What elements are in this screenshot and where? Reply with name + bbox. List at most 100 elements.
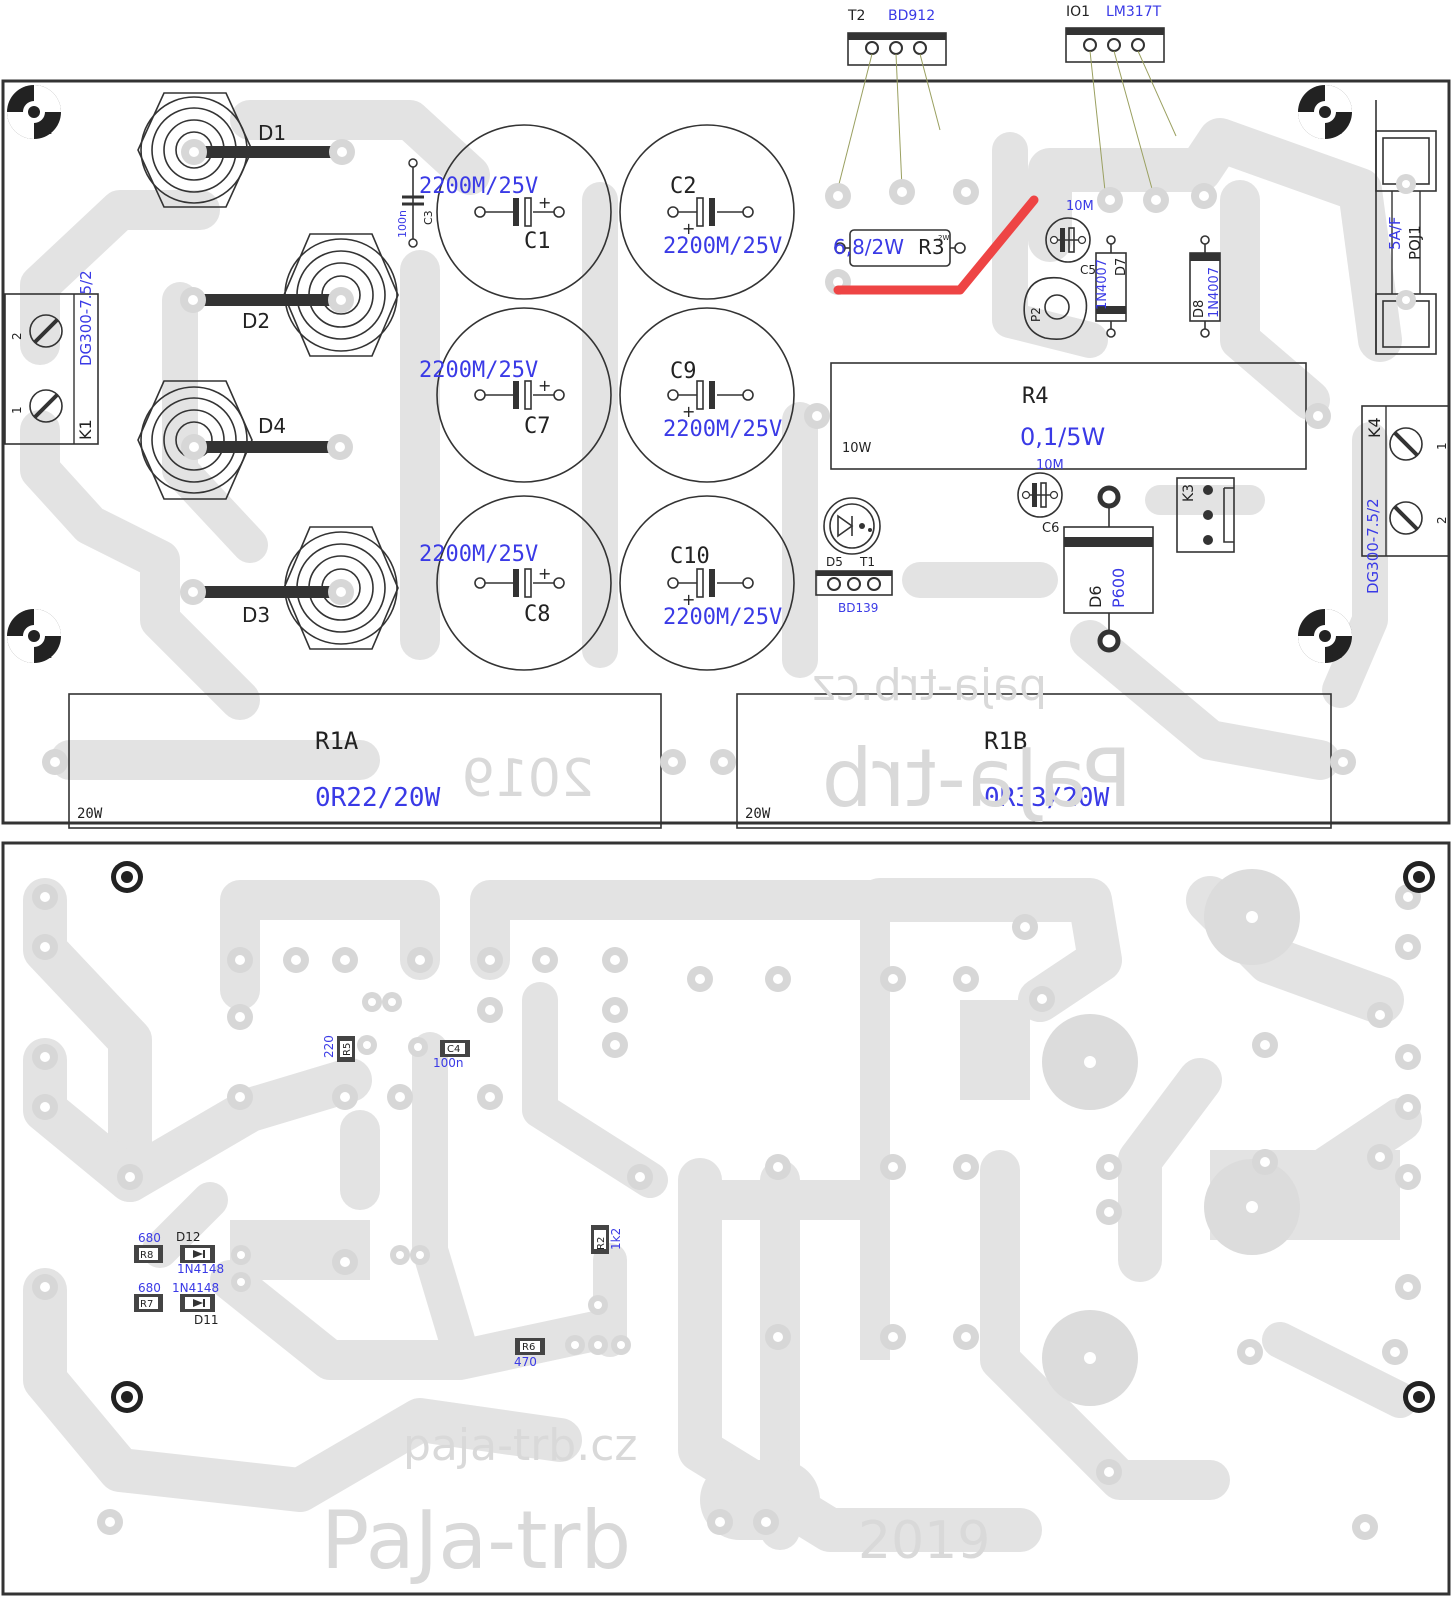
cap-c2: + C2 2200M/25V (619, 124, 795, 300)
d11-type: 1N4148 (172, 1281, 219, 1295)
resistor-r4: R4 0,1/5W 10W (804, 362, 1331, 470)
mount-size-label: 3,2 (1328, 127, 1342, 137)
c5-value: 10M (1066, 199, 1094, 214)
k1-pin2-label: 2 (10, 332, 24, 340)
io1-label: IO1 (1066, 4, 1090, 20)
d7-type: 1N4007 (1095, 259, 1110, 310)
diode-d1: D1 (137, 92, 355, 208)
diode-d8: 1N4007 D8 (1189, 235, 1222, 338)
c7-label: C7 (524, 414, 551, 439)
cap-c9: + C9 2200M/25V (619, 307, 795, 483)
c6-label: C6 (1042, 521, 1059, 536)
r5-value: 220 (322, 1035, 336, 1058)
diode-d4: D4 (137, 380, 353, 500)
k4-label: K4 (1365, 417, 1384, 438)
r1b-power: 20W (745, 806, 771, 822)
k1-label: K1 (76, 419, 95, 440)
diode-d3-label: D3 (242, 603, 270, 627)
r1a-value: 0R22/20W (315, 783, 441, 813)
svg-text:+: + (682, 219, 695, 238)
trimmer-p2: P2 (1023, 276, 1088, 340)
connector-k3: K3 (1176, 477, 1235, 553)
smd-d12: D12 1N4148 (176, 1230, 224, 1276)
jumper-wire (833, 195, 1039, 295)
d7-label: D7 (1114, 258, 1129, 276)
k4-pin2-label: 2 (1435, 516, 1449, 524)
svg-text:+: + (538, 376, 551, 395)
mount-hole-mid-right (1298, 609, 1352, 663)
io1-type: LM317T (1106, 4, 1162, 20)
poj1-value: 5A/F (1386, 217, 1404, 251)
diode-d6: D6 P600 (1063, 485, 1154, 653)
watermark-year: 2019 (858, 1511, 990, 1571)
mount-hole-bottom-tl (111, 861, 143, 893)
smd-d11: 1N4148 D11 (172, 1281, 219, 1327)
mount-hole-bottom-br (1403, 1381, 1435, 1413)
led-d5: D5 (823, 497, 881, 569)
d8-label: D8 (1192, 300, 1207, 318)
regulator-io1: IO1 LM317T (1065, 4, 1177, 201)
smd-r5: 220 R5 (322, 1035, 355, 1062)
top-board: 3,2 3,2 3,2 3,2 D1 D2 (1, 4, 1451, 829)
r2-value: 1k2 (609, 1228, 623, 1250)
smd-r7: R7 680 (134, 1281, 163, 1312)
mount-size-label: 3,2 (38, 127, 52, 137)
k1-pin1-label: 1 (10, 406, 24, 414)
terminal-k1: 2 1 K1 DG300-7.5/2 (4, 270, 99, 445)
mount-size-label: 3,2 (1328, 651, 1342, 661)
r3-power: 2W (938, 234, 949, 242)
d8-type: 1N4007 (1207, 267, 1222, 318)
c1-label: C1 (524, 229, 551, 254)
c9-label: C9 (670, 359, 697, 384)
smd-r6: R6 470 (514, 1338, 545, 1369)
watermark-brand: PaJa-trb (321, 1494, 631, 1587)
t2-label: T2 (847, 8, 865, 24)
bottom-board: 220 R5 C4 100n R2 1k2 R8 680 D12 1N4148 … (1, 841, 1451, 1596)
c1-value: 2200M/25V (419, 174, 538, 199)
diode-d2-label: D2 (242, 309, 270, 333)
c3-value: 100n (396, 210, 409, 238)
transistor-t1: T1 BD139 (815, 555, 893, 615)
mount-size-label: 3,2 (38, 651, 52, 661)
c10-value: 2200M/25V (663, 605, 782, 630)
r5-label: R5 (342, 1043, 353, 1056)
t1-type: BD139 (838, 601, 878, 615)
watermark-site: paja-trb.cz (403, 1420, 638, 1471)
watermark-year-mirrored: 2019 (462, 749, 594, 809)
c4-label: C4 (447, 1044, 460, 1055)
d6-label: D6 (1086, 586, 1105, 609)
r4-value: 0,1/5W (1020, 423, 1105, 451)
cap-c3: 100n C3 (396, 158, 435, 248)
c9-value: 2200M/25V (663, 417, 782, 442)
p2-label: P2 (1029, 307, 1043, 322)
r2-label: R2 (596, 1237, 607, 1250)
mount-hole-top-right (1298, 85, 1352, 139)
diode-d4-label: D4 (258, 414, 286, 438)
fuse-poj1: 5A/F POJ1 (1375, 100, 1437, 355)
svg-text:+: + (538, 193, 551, 212)
d5-label: D5 (826, 555, 843, 569)
cap-c10: + C10 2200M/25V (619, 495, 795, 671)
c5-label: C5 (1080, 263, 1096, 277)
smd-c4: C4 100n (433, 1040, 470, 1070)
mount-hole-bottom-tr (1403, 861, 1435, 893)
mount-hole-mid-left (7, 609, 61, 663)
r6-value: 470 (514, 1355, 537, 1369)
d12-label: D12 (176, 1230, 201, 1244)
r3-label: R3 (918, 235, 945, 259)
c8-value: 2200M/25V (419, 542, 538, 567)
k3-label: K3 (1181, 484, 1197, 502)
svg-text:+: + (682, 590, 695, 609)
resistor-r1a: R1A 0R22/20W 20W (42, 693, 686, 829)
resistor-r1b: R1B 0R33/20W 20W (710, 693, 1356, 829)
c4-value: 100n (433, 1056, 464, 1070)
bottom-traces (23, 876, 1422, 1552)
r1b-label: R1B (984, 727, 1027, 755)
svg-text:+: + (538, 564, 551, 583)
r8-value: 680 (138, 1231, 161, 1245)
t1-label: T1 (859, 555, 875, 569)
cap-c6: 10M C6 (1017, 458, 1064, 536)
smd-r8: R8 680 (134, 1231, 163, 1263)
poj1-label: POJ1 (1406, 225, 1424, 260)
diode-d3: D3 (180, 526, 399, 650)
